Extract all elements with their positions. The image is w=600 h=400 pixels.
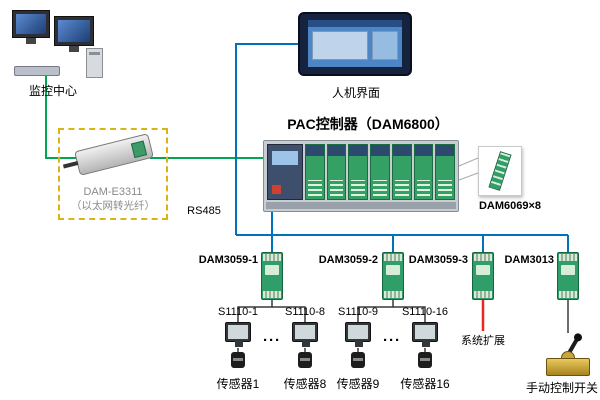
sensor-id-label: S1110-9 bbox=[338, 306, 378, 318]
monitor-stand bbox=[69, 46, 79, 52]
diagram-title: PAC控制器（DAM6800） bbox=[287, 116, 449, 132]
converter-name-label: DAM-E3311 bbox=[83, 186, 143, 198]
sensor-name-label: 传感器16 bbox=[400, 377, 450, 391]
converter-group-box bbox=[58, 128, 168, 220]
sensor-id-label: S1110-16 bbox=[401, 306, 449, 318]
monitor-center-label: 监控中心 bbox=[28, 84, 77, 98]
pac-io-card bbox=[348, 144, 369, 200]
sensor-display-icon bbox=[292, 322, 318, 347]
monitor-stand bbox=[26, 38, 36, 44]
sensor-probe-icon bbox=[231, 352, 245, 368]
dam3059-2-icon bbox=[382, 252, 404, 300]
pac-io-card bbox=[305, 144, 325, 200]
rs485-bus-label: RS485 bbox=[187, 205, 221, 217]
wire-module2-to-sensor9 bbox=[357, 300, 394, 322]
wire-module2-to-sensor16 bbox=[393, 306, 426, 322]
dam6069-label: DAM6069×8 bbox=[478, 200, 542, 212]
wire-pc-to-converter bbox=[45, 76, 76, 159]
dam3059-1-icon bbox=[261, 252, 283, 300]
sensor-probe-icon bbox=[351, 352, 365, 368]
dam6069-icon bbox=[478, 146, 522, 196]
module-label-dam3059-3: DAM3059-3 bbox=[408, 254, 468, 266]
ellipsis: ··· bbox=[263, 332, 281, 349]
pc-monitor-icon bbox=[54, 16, 94, 46]
sensor-display-icon bbox=[225, 322, 251, 347]
pac-io-card bbox=[370, 144, 390, 200]
pac-io-card bbox=[326, 144, 347, 200]
dam3059-3-icon bbox=[472, 252, 494, 300]
wire-module1-to-sensor8 bbox=[272, 306, 306, 322]
dam3013-icon bbox=[557, 252, 579, 300]
hmi-panel-icon bbox=[298, 12, 412, 76]
ellipsis: ··· bbox=[383, 332, 401, 349]
hmi-screen bbox=[308, 20, 402, 67]
manual-switch-label: 手动控制开关 bbox=[525, 381, 598, 395]
pac-io-card bbox=[413, 144, 434, 200]
sensor-probe-icon bbox=[418, 352, 432, 368]
module-label-dam3059-1: DAM3059-1 bbox=[198, 254, 258, 266]
manual-switch-icon bbox=[542, 332, 594, 376]
pac-cpu-card bbox=[267, 144, 303, 200]
sensor-id-label: S1110-8 bbox=[285, 306, 325, 318]
sensor-display-icon bbox=[412, 322, 438, 347]
sensor-name-label: 传感器8 bbox=[283, 377, 327, 391]
pac-io-card bbox=[435, 144, 456, 200]
wire-module1-to-sensor1 bbox=[237, 300, 273, 322]
sensor-name-label: 传感器9 bbox=[336, 377, 380, 391]
pc-tower-icon bbox=[86, 48, 103, 78]
system-expansion-label: 系统扩展 bbox=[461, 335, 505, 347]
sensor-id-label: S1110-1 bbox=[218, 306, 258, 318]
sensor-probe-icon bbox=[298, 352, 312, 368]
pac-controller-icon bbox=[263, 140, 459, 212]
hmi-label: 人机界面 bbox=[331, 86, 380, 100]
terminal-strip-icon bbox=[488, 151, 512, 191]
module-label-dam3059-2: DAM3059-2 bbox=[318, 254, 378, 266]
sensor-name-label: 传感器1 bbox=[216, 377, 260, 391]
pointer-pac-to-dam6069-bottom bbox=[458, 172, 479, 181]
pac-io-card bbox=[391, 144, 412, 200]
module-label-dam3013: DAM3013 bbox=[504, 254, 554, 266]
keyboard-icon bbox=[14, 66, 60, 76]
pc-monitor-icon bbox=[12, 10, 50, 38]
converter-desc-label: （以太网转光纤） bbox=[71, 200, 155, 212]
monitoring-workstation-icon bbox=[10, 4, 106, 80]
pointer-pac-to-dam6069-top bbox=[458, 157, 479, 167]
wire-hmi-to-bus bbox=[235, 43, 298, 235]
sensor-display-icon bbox=[345, 322, 371, 347]
